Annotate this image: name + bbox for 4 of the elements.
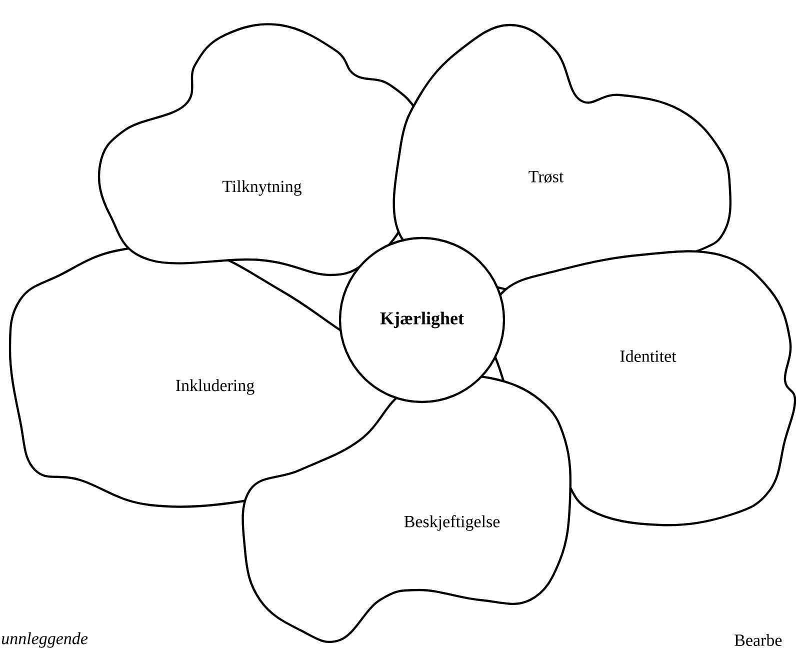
caption-text: unnleggende <box>2 632 88 648</box>
petal: Tilknytning <box>98 23 425 276</box>
caption-text: Bearbe <box>734 634 782 646</box>
petal: Trøst <box>392 24 732 292</box>
